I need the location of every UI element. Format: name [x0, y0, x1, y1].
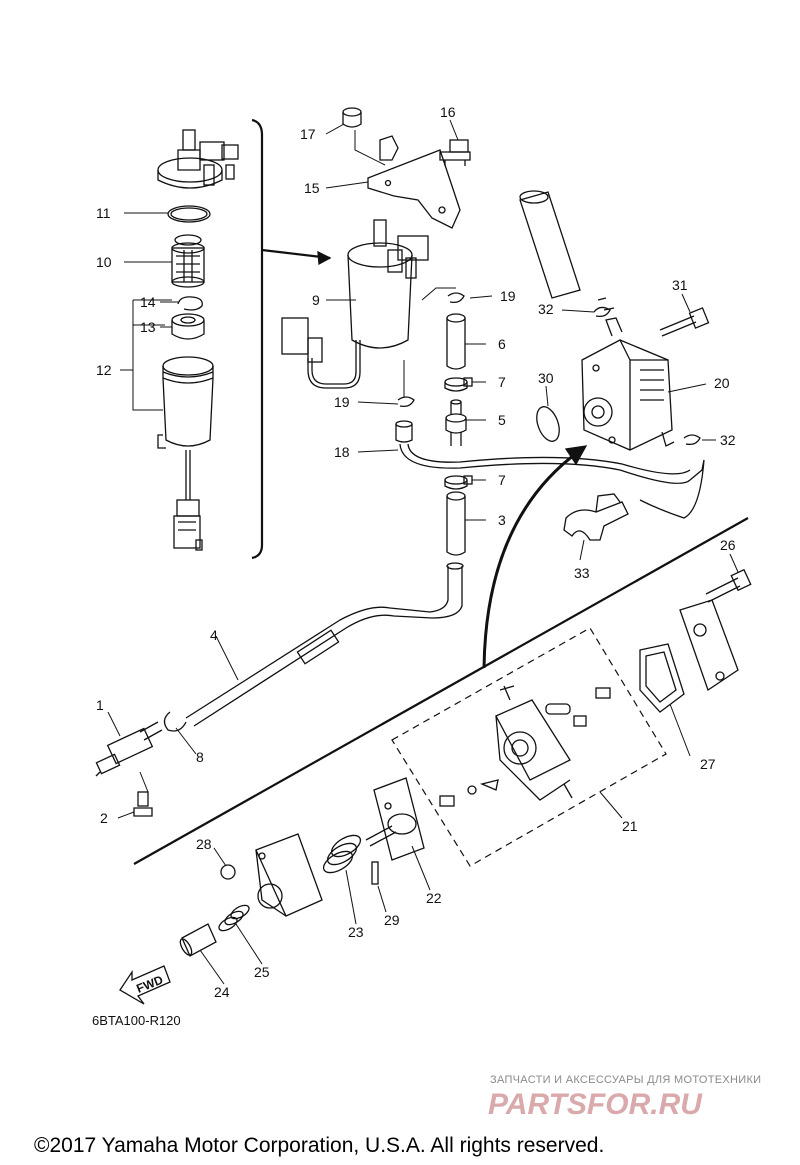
hose-18 — [395, 420, 705, 519]
callout-2: 2 — [100, 810, 108, 826]
clamp-7a — [444, 377, 473, 392]
callout-15: 15 — [304, 180, 320, 196]
diagram-code: 6BTA100-R120 — [92, 1013, 181, 1028]
callout-20: 20 — [714, 375, 730, 391]
gasket-27 — [639, 643, 685, 713]
callout-7a: 7 — [498, 374, 506, 390]
callout-14: 14 — [140, 294, 156, 310]
fuel-cock-1 — [95, 721, 163, 777]
watermark-logo: PARTSFOR.RU — [488, 1088, 703, 1121]
callout-17: 17 — [300, 126, 316, 142]
callout-25: 25 — [254, 964, 270, 980]
hose-4 — [185, 562, 464, 727]
flow-arrow — [482, 445, 588, 669]
holder-33 — [563, 493, 629, 541]
callout-5: 5 — [498, 412, 506, 428]
hose-6 — [446, 313, 466, 370]
spring-23 — [322, 834, 362, 874]
pump-kit-box-21 — [391, 627, 667, 867]
fwd-arrow-icon — [119, 965, 171, 1005]
leader-lines — [107, 119, 739, 985]
callout-32a: 32 — [538, 301, 554, 317]
hose-3 — [446, 491, 466, 556]
fwd-label: FWD — [134, 972, 165, 995]
fuel-pump-20 — [519, 190, 675, 451]
nut-28 — [220, 864, 236, 880]
callout-31: 31 — [672, 277, 688, 293]
filter-cup-12 — [157, 356, 214, 551]
pump-body-21 — [439, 685, 611, 807]
fuel-filter-9 — [281, 219, 429, 389]
filter-cap-top — [157, 129, 239, 189]
nut-13 — [171, 313, 205, 340]
joint-5 — [445, 399, 467, 446]
o-ring-30 — [536, 406, 560, 442]
bolt-2 — [133, 791, 153, 817]
plunger-24 — [179, 923, 217, 957]
callout-32b: 32 — [720, 432, 736, 448]
pin-29 — [371, 861, 379, 885]
pump-rear-body — [255, 833, 323, 917]
clip-8 — [163, 711, 187, 732]
callout-19a: 19 — [500, 288, 516, 304]
clip-14 — [177, 296, 203, 311]
o-ring-11 — [167, 205, 211, 223]
bolt-26 — [705, 568, 752, 603]
spring-25 — [218, 904, 250, 932]
diaphragm-22 — [365, 777, 425, 861]
watermark: ЗАПЧАСТИ И АКСЕССУАРЫ ДЛЯ МОТОТЕХНИКИ PA… — [488, 1074, 761, 1121]
callout-29: 29 — [384, 912, 400, 928]
callout-10: 10 — [96, 254, 112, 270]
clip-32b — [683, 434, 701, 446]
callout-1: 1 — [96, 697, 104, 713]
nut-17 — [342, 107, 362, 128]
bolt-31 — [659, 307, 710, 337]
callout-12: 12 — [96, 362, 112, 378]
callout-labels: 11 10 14 13 12 17 16 15 9 19 6 7 19 5 18… — [92, 104, 736, 1028]
callout-21: 21 — [622, 818, 638, 834]
bracket-15 — [367, 135, 461, 229]
callout-24: 24 — [214, 984, 230, 1000]
callout-9: 9 — [312, 292, 320, 308]
callout-3: 3 — [498, 512, 506, 528]
inset-bracket — [251, 118, 332, 560]
callout-18: 18 — [334, 444, 350, 460]
clamp-7b — [444, 475, 473, 490]
clip-19b — [397, 396, 415, 408]
callout-33: 33 — [574, 565, 590, 581]
callout-8: 8 — [196, 749, 204, 765]
separator-line — [133, 517, 749, 865]
callout-30: 30 — [538, 370, 554, 386]
callout-4: 4 — [210, 627, 218, 643]
callout-7b: 7 — [498, 472, 506, 488]
callout-19b: 19 — [334, 394, 350, 410]
cover-plate — [679, 599, 739, 692]
callout-27: 27 — [700, 756, 716, 772]
callout-26: 26 — [720, 537, 736, 553]
callout-22: 22 — [426, 890, 442, 906]
clip-19a — [447, 292, 465, 304]
callout-6: 6 — [498, 336, 506, 352]
bolt-16 — [439, 139, 471, 166]
watermark-tagline: ЗАПЧАСТИ И АКСЕССУАРЫ ДЛЯ МОТОТЕХНИКИ — [490, 1074, 761, 1086]
clip-32a — [593, 306, 611, 318]
callout-13: 13 — [140, 319, 156, 335]
filter-element-10 — [171, 234, 205, 288]
copyright-notice: ©2017 Yamaha Motor Corporation, U.S.A. A… — [34, 1134, 604, 1157]
callout-16: 16 — [440, 104, 456, 120]
callout-11: 11 — [96, 205, 111, 221]
callout-28: 28 — [196, 836, 212, 852]
callout-23: 23 — [348, 924, 364, 940]
